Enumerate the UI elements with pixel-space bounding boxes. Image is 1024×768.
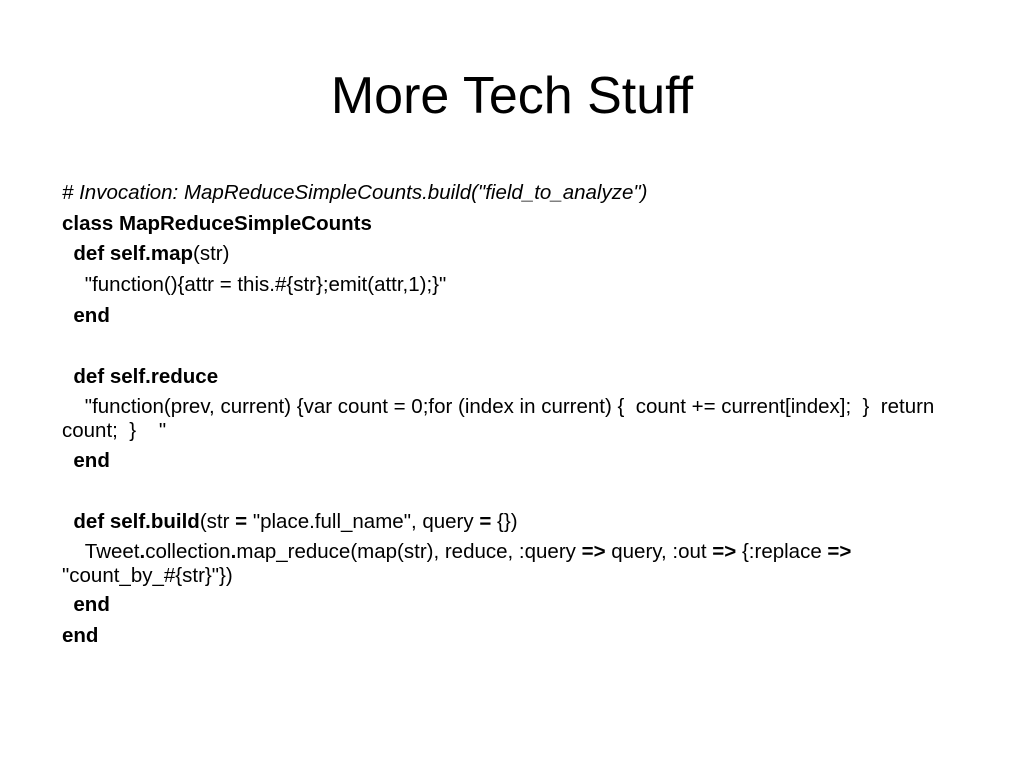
blank-line — [62, 333, 962, 364]
code-listing: # Invocation: MapReduceSimpleCounts.buil… — [62, 180, 962, 654]
build-def-args-part: {}) — [491, 509, 518, 533]
build-end-line: end — [62, 593, 110, 617]
map-def-line: def self.map(str) — [62, 241, 962, 267]
build-body-line: Tweet.collection.map_reduce(map(str), re… — [62, 540, 962, 588]
build-body-part: "count_by_#{str}"}) — [62, 539, 858, 587]
build-body-dot: . — [230, 539, 237, 563]
build-body-arrow: => — [827, 539, 852, 563]
build-body-part: query, :out — [605, 539, 713, 563]
map-def-args: (str) — [193, 242, 230, 266]
map-def-keyword: def self.map — [62, 242, 194, 266]
map-end-line: end — [62, 303, 110, 327]
reduce-body-line: "function(prev, current) {var count = 0;… — [62, 394, 941, 442]
class-declaration-line: class MapReduceSimpleCounts — [62, 211, 372, 235]
reduce-end-line: end — [62, 448, 110, 472]
build-def-keyword: def self.build — [62, 509, 200, 533]
build-body-arrow: => — [581, 539, 606, 563]
build-body-part: map_reduce(map(str), reduce, :query — [236, 539, 582, 563]
build-def-equals: = — [235, 509, 248, 533]
build-body-part: Tweet — [62, 539, 140, 563]
build-body-dot: . — [139, 539, 146, 563]
class-end-line: end — [62, 623, 99, 647]
slide-title: More Tech Stuff — [330, 67, 694, 125]
build-def-args-part: "place.full_name", query — [247, 509, 480, 533]
build-body-part: {:replace — [736, 539, 828, 563]
build-def-line: def self.build(str = "place.full_name", … — [62, 509, 962, 535]
blank-line — [62, 478, 962, 509]
map-body-line: "function(){attr = this.#{str};emit(attr… — [62, 273, 447, 297]
build-body-arrow: => — [712, 539, 737, 563]
build-body-part: collection — [145, 539, 231, 563]
build-def-equals: = — [479, 509, 492, 533]
reduce-def-line: def self.reduce — [62, 365, 219, 389]
code-comment-line: # Invocation: MapReduceSimpleCounts.buil… — [62, 181, 648, 204]
build-def-args-part: (str — [199, 509, 236, 533]
